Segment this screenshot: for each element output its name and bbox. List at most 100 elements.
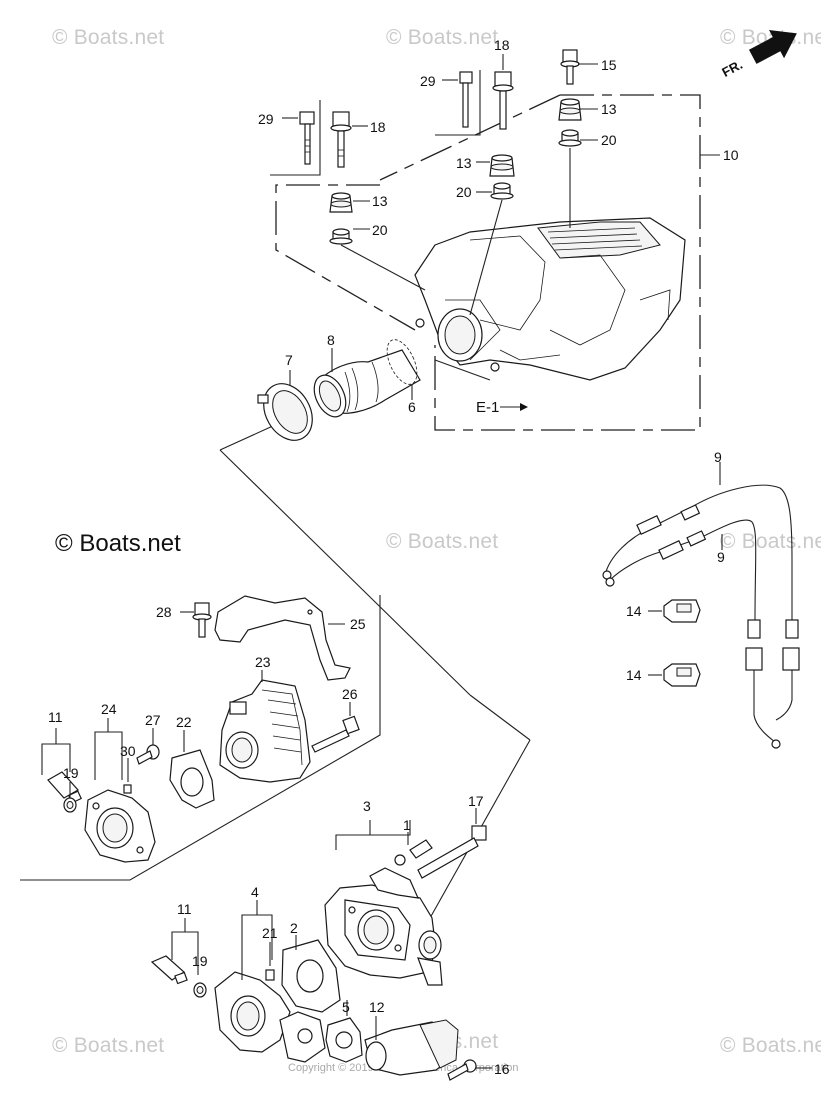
bolt-18-left xyxy=(330,111,352,168)
callout-18: 18 xyxy=(494,37,510,53)
callout-20: 20 xyxy=(601,132,617,148)
callout-13: 13 xyxy=(456,155,472,171)
grommet-13-right xyxy=(558,98,582,121)
callout-26: 26 xyxy=(342,686,358,702)
air-box-group-outline xyxy=(379,94,561,181)
callout-19: 19 xyxy=(192,953,208,969)
screw-16 xyxy=(447,1059,477,1081)
callout-10: 10 xyxy=(723,147,739,163)
grommet-13-left xyxy=(329,192,353,213)
callout-9: 9 xyxy=(717,549,725,565)
callout-13: 13 xyxy=(372,193,388,209)
idle-speed-valve-12 xyxy=(364,1019,459,1076)
callout-5: 5 xyxy=(342,999,350,1015)
callout-1: 1 xyxy=(403,817,411,833)
washer-19-middle xyxy=(63,797,77,813)
cable-bracket-25 xyxy=(214,595,351,681)
callout-11: 11 xyxy=(48,709,63,725)
watermark: © Boats.net xyxy=(386,530,499,553)
adjust-screw-1 xyxy=(394,839,433,866)
bolt-15 xyxy=(560,49,580,85)
callout-7: 7 xyxy=(285,352,293,368)
callout-30: 30 xyxy=(120,743,136,759)
bolt-17 xyxy=(417,825,487,879)
callout-4: 4 xyxy=(251,884,259,900)
brand-label: © Boats.net xyxy=(55,530,181,557)
watermark: © Boats.net xyxy=(720,1034,821,1057)
callout-16: 16 xyxy=(494,1061,510,1077)
intake-duct-8 xyxy=(313,349,421,418)
watermark: © Boats.net xyxy=(52,26,165,49)
screw-27 xyxy=(136,744,160,765)
air-box-group-outline xyxy=(434,94,701,431)
pin-21 xyxy=(265,969,275,981)
callout-14: 14 xyxy=(626,667,642,683)
group-connector xyxy=(219,424,276,451)
group-connector xyxy=(469,694,531,741)
gasket-2 xyxy=(281,939,341,1013)
callout-27: 27 xyxy=(145,712,161,728)
intake-manifold-24 xyxy=(84,789,156,863)
callout-11: 11 xyxy=(177,901,192,917)
cable-clamp-14-lower xyxy=(663,663,701,687)
reference-label: E-1 xyxy=(476,399,499,416)
collar-20-left xyxy=(329,228,353,245)
intake-manifold-4 xyxy=(214,971,326,1063)
bolt-28 xyxy=(192,602,212,638)
air-box-group-outline xyxy=(275,184,416,331)
callout-17: 17 xyxy=(468,793,484,809)
bolt-18-center xyxy=(492,71,514,130)
throttle-cables-9 xyxy=(602,484,800,749)
bolt-29-left xyxy=(299,111,315,165)
watermark: © Boats.net xyxy=(386,26,499,49)
callout-14: 14 xyxy=(626,603,642,619)
callout-labels: 29 18 13 20 29 18 13 20 15 13 20 10 7 8 … xyxy=(48,37,739,1077)
watermark: © Boats.net xyxy=(720,530,821,553)
callout-9: 9 xyxy=(714,449,722,465)
upper-group-bracket xyxy=(270,100,321,176)
bolt-29-center xyxy=(459,71,473,128)
gasket-22 xyxy=(169,749,215,809)
callout-25: 25 xyxy=(350,616,366,632)
throttle-group-outline xyxy=(20,595,381,881)
callout-29: 29 xyxy=(420,73,436,89)
callout-6: 6 xyxy=(408,399,416,415)
throttle-position-sensor-23 xyxy=(219,679,311,783)
air-intake-silencer xyxy=(414,217,686,381)
callout-12: 12 xyxy=(369,999,385,1015)
callout-29: 29 xyxy=(258,111,274,127)
front-direction-arrow: FR. xyxy=(719,30,797,80)
grommet-13-center xyxy=(489,154,515,177)
watermark: © Boats.net xyxy=(720,26,821,49)
sensor-11-bottom xyxy=(150,955,188,985)
callout-19: 19 xyxy=(63,765,79,781)
adaptor-ring-7 xyxy=(257,383,313,441)
pin-30 xyxy=(123,784,132,794)
callout-2: 2 xyxy=(290,920,298,936)
upper-group-bracket xyxy=(435,70,481,136)
front-direction-label: FR. xyxy=(719,57,745,80)
callout-8: 8 xyxy=(327,332,335,348)
callout-23: 23 xyxy=(255,654,271,670)
collar-20-right xyxy=(558,129,582,147)
callout-24: 24 xyxy=(101,701,117,717)
callout-21: 21 xyxy=(262,925,278,941)
group-connector xyxy=(219,449,471,696)
callout-20: 20 xyxy=(372,222,388,238)
callout-22: 22 xyxy=(176,714,192,730)
callout-13: 13 xyxy=(601,101,617,117)
callout-20: 20 xyxy=(456,184,472,200)
collar-20-center xyxy=(490,182,514,200)
gasket-5 xyxy=(325,1017,363,1063)
watermark: © Boats.net xyxy=(52,1034,165,1057)
callout-3: 3 xyxy=(363,798,371,814)
washer-19-bottom xyxy=(193,982,207,998)
callout-15: 15 xyxy=(601,57,617,73)
cable-clamp-14-upper xyxy=(663,599,701,623)
callout-18: 18 xyxy=(370,119,386,135)
throttle-body-3 xyxy=(324,867,443,986)
bolt-26 xyxy=(311,715,360,753)
hose-clamp-6 xyxy=(386,339,418,385)
